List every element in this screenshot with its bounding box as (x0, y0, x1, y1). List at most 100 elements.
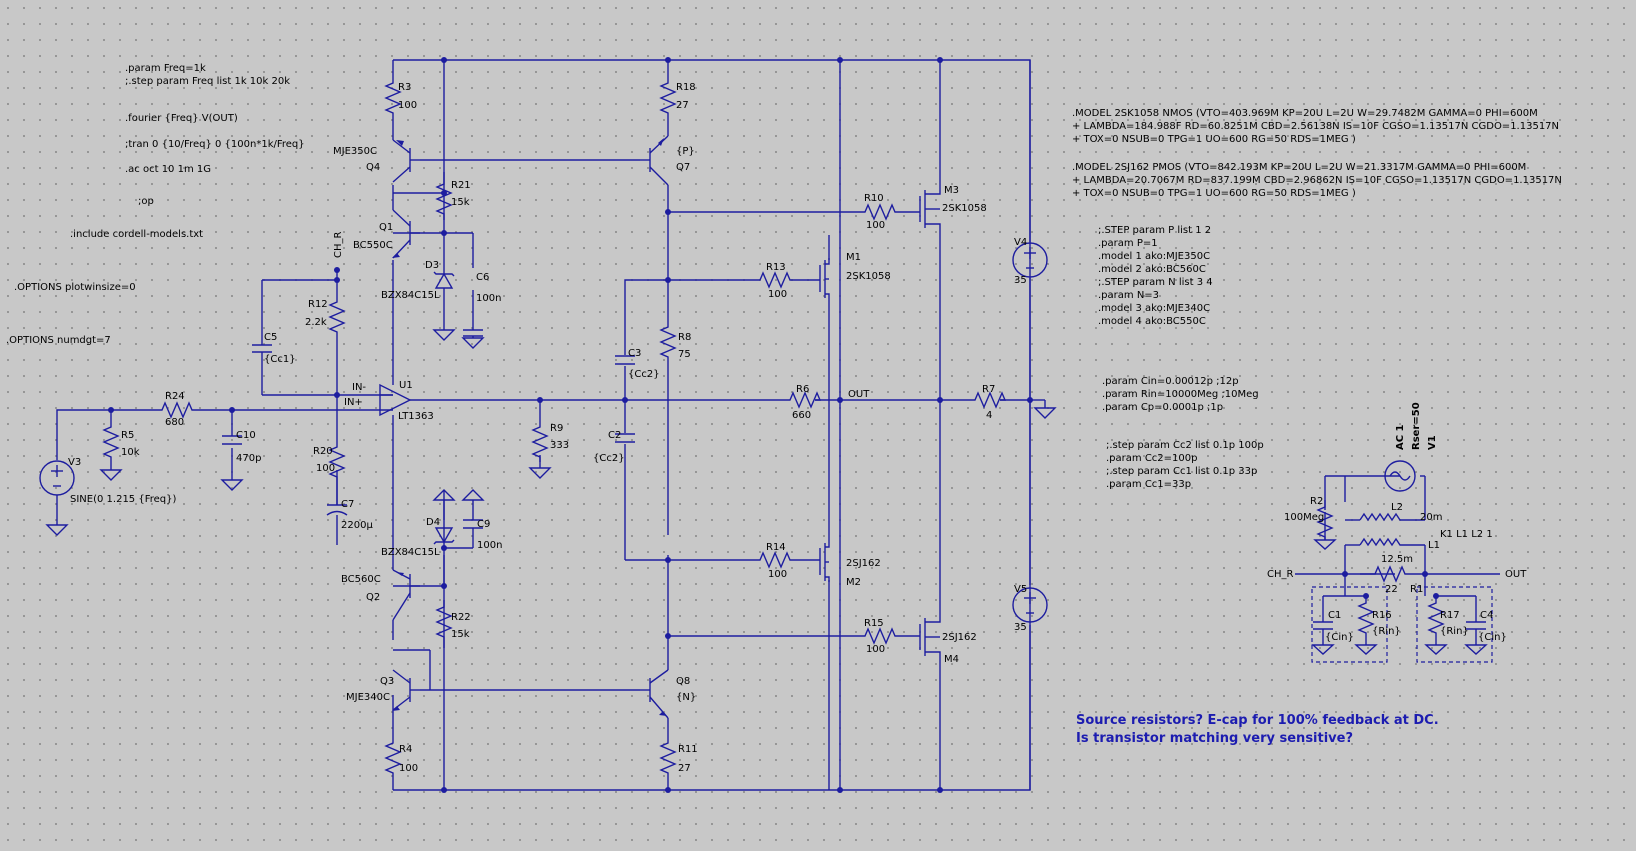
label-v5: V5 (1014, 584, 1027, 595)
model-block: .MODEL 2SK1058 NMOS (VTO=403.969M KP=20U… (1072, 108, 1562, 199)
model-m3: 2SK1058 (942, 203, 987, 214)
directive-numdgt: .OPTIONS numdgt=7 (6, 335, 111, 346)
label-q8: Q8 (676, 676, 690, 687)
r12-symbol (328, 295, 346, 335)
model-d4: BZX84C15L (381, 547, 440, 558)
q8-symbol (640, 669, 669, 719)
r7-symbol (970, 391, 1007, 409)
value-c9: 100n (477, 540, 502, 551)
param-line-2: .param P=1 (1098, 238, 1158, 249)
value-r13: 100 (768, 289, 787, 300)
param-line-8: .model 4 ako:BC550C (1098, 316, 1206, 327)
wires (56, 59, 1046, 791)
m4-symbol (919, 615, 941, 660)
value-r15: 100 (866, 644, 885, 655)
label-in-plus: IN+ (344, 397, 363, 408)
c6-symbol (463, 329, 483, 338)
model-pmos-line2: + LAMBDA=20.7067M RD=837.199M CBD=2.9686… (1072, 175, 1562, 186)
note-line-2: Is transistor matching very sensitive? (1076, 731, 1353, 746)
cable-subcircuit (1295, 460, 1500, 663)
label-c3: C3 (628, 348, 641, 359)
cable-r2-value: 100Meg (1284, 512, 1324, 523)
r24-symbol (155, 401, 195, 419)
directive-plotwinsize: .OPTIONS plotwinsize=0 (14, 282, 136, 293)
cable-l1-value: 12.5m (1381, 554, 1413, 565)
param-cp: .param Cp=0.0001p ;1p (1102, 402, 1223, 413)
label-r21: R21 (451, 180, 471, 191)
label-c10: C10 (236, 430, 256, 441)
value-v3: SINE(0 1.215 {Freq}) (70, 494, 176, 505)
cable-r2-label: R2 (1310, 496, 1323, 507)
label-c2: C2 (608, 430, 621, 441)
r11-symbol (659, 735, 677, 775)
c7-symbol (326, 480, 348, 516)
param-cin: .param Cin=0.00012p ;12p (1102, 376, 1239, 387)
cable-c4-label: C4 (1480, 610, 1493, 621)
label-c6: C6 (476, 272, 489, 283)
directive-fourier: .fourier {Freq} V(OUT) (125, 113, 238, 124)
d3-symbol (433, 240, 455, 300)
cable-r17-label: R17 (1440, 610, 1460, 621)
label-r11: R11 (678, 744, 698, 755)
label-q2: Q2 (366, 592, 380, 603)
label-in-minus: IN- (352, 382, 366, 393)
cable-r16-value: {Rin} (1372, 626, 1401, 637)
cable-r1-value: 22 (1385, 584, 1398, 595)
component-labels: R3 100 R18 27 MJE350C Q4 {P} Q7 R21 15k … (68, 82, 1027, 774)
label-v3: V3 (68, 457, 81, 468)
m3-symbol (919, 168, 941, 230)
c5-symbol (252, 344, 272, 360)
value-r11: 27 (678, 763, 691, 774)
directive-step-freq: ;.step param Freq list 1k 10k 20k (125, 76, 290, 87)
r5-symbol (102, 420, 120, 460)
value-r12: 2.2k (305, 317, 327, 328)
value-v5: 35 (1014, 622, 1027, 633)
u1-symbol (379, 383, 412, 417)
label-r20: R20 (313, 446, 333, 457)
label-r10: R10 (864, 193, 884, 204)
label-c9: C9 (477, 519, 490, 530)
cable-l2-value: 20m (1420, 512, 1442, 523)
value-r9: 333 (550, 440, 569, 451)
param-line-6: .param N=3 (1098, 290, 1159, 301)
label-c5: C5 (264, 332, 277, 343)
label-v4: V4 (1014, 237, 1027, 248)
cable-c4-value: {Cin} (1478, 632, 1507, 643)
param-cc1: .param Cc1=33p (1106, 479, 1191, 490)
label-m3: M3 (944, 185, 959, 196)
r4-symbol (384, 735, 402, 775)
label-m2: M2 (846, 577, 861, 588)
m1-symbol (819, 258, 830, 300)
value-r10: 100 (866, 220, 885, 231)
note-block: Source resistors? E-cap for 100% feedbac… (1076, 713, 1439, 746)
r15-symbol (860, 627, 900, 645)
value-r24: 680 (165, 417, 184, 428)
r13-symbol (755, 271, 795, 289)
directive-ac: .ac oct 10 1m 1G (125, 164, 211, 175)
cable-ch-r: CH_R (1267, 569, 1294, 580)
model-q3: MJE340C (346, 692, 390, 703)
junction-dots (108, 57, 1033, 793)
c9-symbol (463, 519, 483, 540)
d4-symbol (433, 527, 455, 545)
label-m4: M4 (944, 654, 959, 665)
value-r20: 100 (316, 463, 335, 474)
model-nmos-line1: .MODEL 2SK1058 NMOS (VTO=403.969M KP=20U… (1072, 108, 1538, 119)
param-block: ;.STEP param P list 1 2 .param P=1 .mode… (1098, 225, 1264, 490)
label-r12: R12 (308, 299, 328, 310)
value-r3: 100 (398, 100, 417, 111)
model-m4: 2SJ162 (942, 632, 977, 643)
model-pmos-line3: + TOX=0 NSUB=0 TPG=1 UO=600 RG=50 RDS=1M… (1072, 188, 1356, 199)
label-r5: R5 (121, 430, 134, 441)
label-r7: R7 (982, 384, 995, 395)
value-r8: 75 (678, 349, 691, 360)
label-r22: R22 (451, 612, 471, 623)
value-r18: 27 (676, 100, 689, 111)
cable-l1-label: L1 (1428, 540, 1440, 551)
model-m1: 2SK1058 (846, 271, 891, 282)
label-r9: R9 (550, 423, 563, 434)
q2-symbol (392, 569, 420, 621)
param-cc2: .param Cc2=100p (1106, 453, 1197, 464)
r18-symbol (659, 75, 677, 120)
